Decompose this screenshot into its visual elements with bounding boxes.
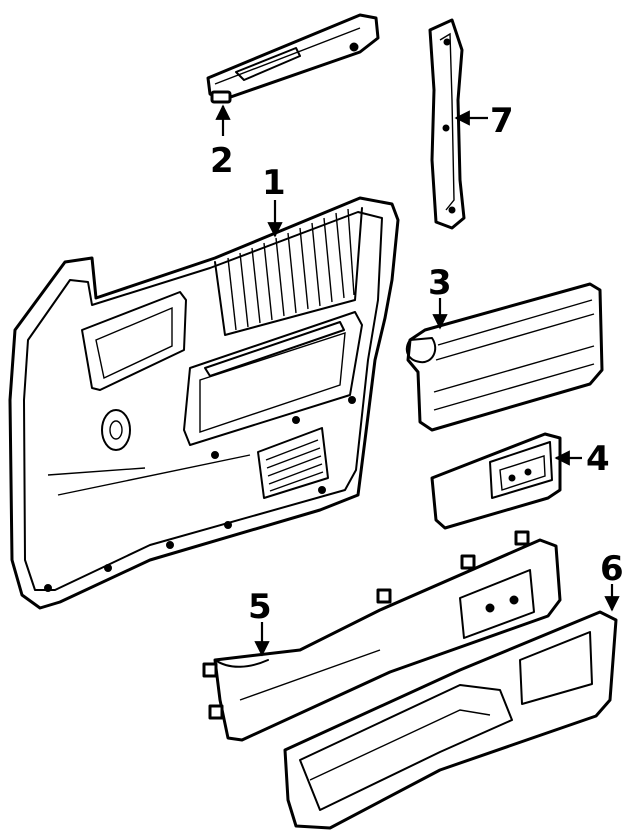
callout-7: 7 (490, 101, 514, 141)
callout-5: 5 (248, 587, 272, 627)
pull-handle-part (206, 13, 380, 104)
armrest-pad-part (405, 282, 604, 432)
map-pocket-part (283, 610, 618, 830)
panel-ribs (227, 208, 355, 331)
switch-bezel-part (430, 432, 562, 530)
callout-2: 2 (210, 141, 234, 181)
armrest-base-part (202, 530, 562, 742)
callout-4: 4 (586, 439, 610, 479)
grille-slats (265, 439, 324, 492)
callout-1: 1 (262, 163, 286, 203)
upper-trim-strip-part (428, 18, 466, 230)
callout-3: 3 (428, 263, 452, 303)
callout-6: 6 (600, 549, 624, 589)
door-trim-panel-part (8, 196, 400, 610)
